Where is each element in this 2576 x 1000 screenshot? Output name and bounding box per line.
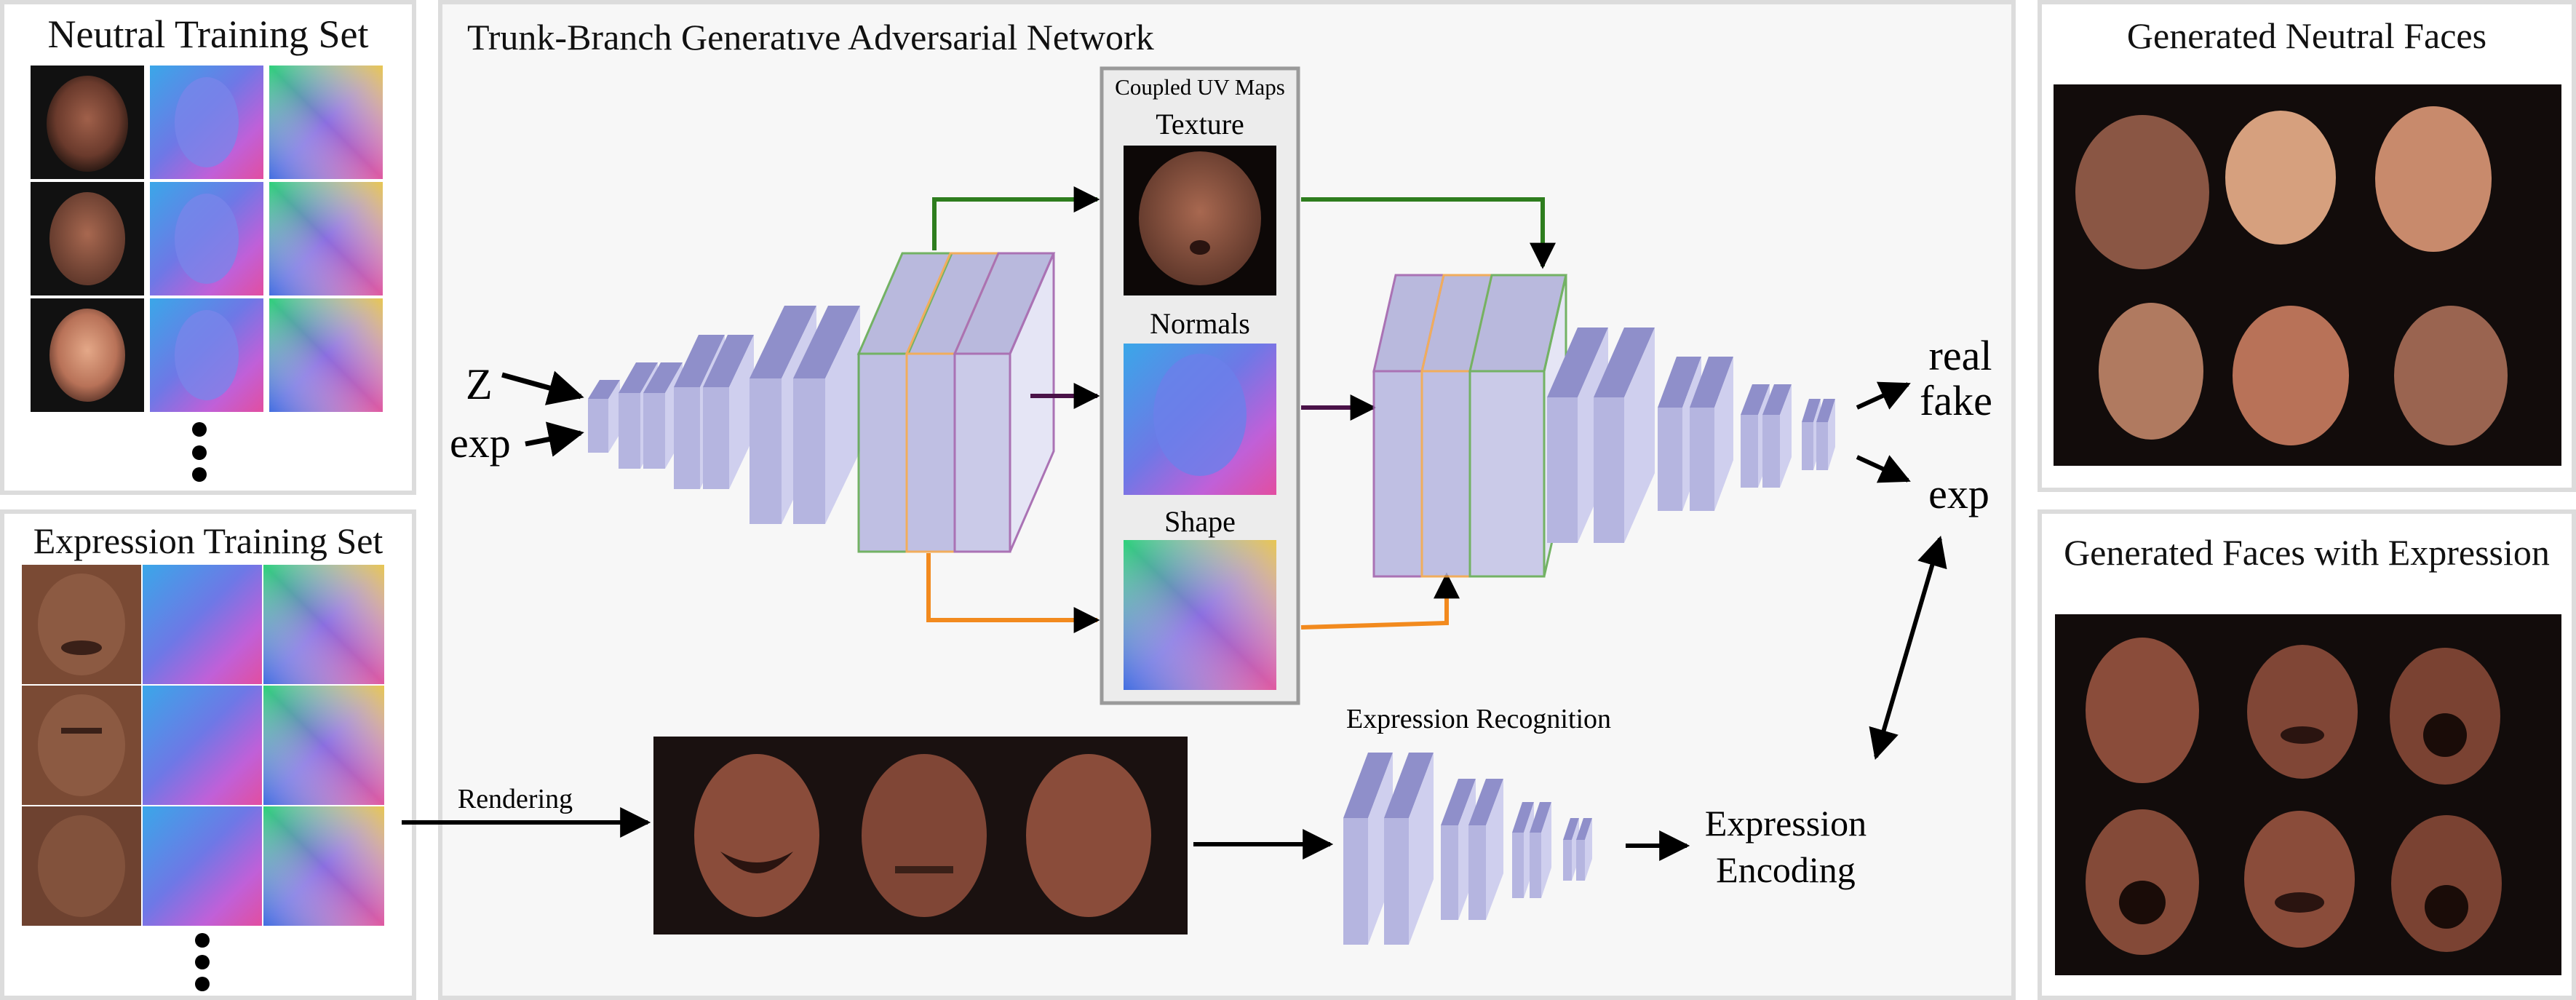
discriminator-layer-3 <box>1741 384 1792 488</box>
coupled-uv-maps: Coupled UV Maps Texture Normals Shape <box>1100 66 1300 705</box>
expression-row-1 <box>22 565 384 684</box>
output-real: real <box>1929 332 1992 379</box>
generated-neutral-image <box>2054 84 2561 466</box>
texture-to-disc-arrow <box>1301 197 1556 269</box>
neutral-row-1 <box>31 66 383 179</box>
discriminator-input-blocks <box>1372 274 1567 578</box>
texture-branch-arrow <box>932 186 1100 250</box>
generator-layer-4 <box>750 306 860 524</box>
uv-texture-label: Texture <box>1156 108 1244 140</box>
neutral-ellipsis-dots <box>192 422 207 482</box>
uv-shape-label: Shape <box>1164 505 1236 538</box>
shape-branch-arrow <box>926 553 1100 633</box>
discriminator <box>1372 274 1835 578</box>
input-exp: exp <box>450 419 511 467</box>
expression-encoding-line2: Encoding <box>1716 849 1856 890</box>
generated-expression-image <box>2055 614 2561 975</box>
expression-ellipsis-dots <box>195 933 210 991</box>
neutral-training-title: Neutral Training Set <box>47 12 369 56</box>
generated-neutral-title: Generated Neutral Faces <box>2126 15 2487 56</box>
expression-training-title: Expression Training Set <box>33 520 383 561</box>
expression-encoding-line1: Expression <box>1705 803 1867 844</box>
generator-trunk <box>588 252 1056 553</box>
expression-training-grid <box>22 565 384 991</box>
generator-layer-3 <box>674 335 754 489</box>
discriminator-layer-2 <box>1658 357 1733 511</box>
trunk-branch-gan-title: Trunk-Branch Generatıve Adversarial Netw… <box>467 17 1154 57</box>
recognition-network <box>1343 753 1592 945</box>
rendered-faces <box>653 737 1188 934</box>
expression-row-2 <box>22 686 384 805</box>
uv-maps-heading: Coupled UV Maps <box>1115 74 1285 100</box>
shape-to-disc-arrow <box>1300 572 1460 630</box>
neutral-row-2 <box>31 182 383 295</box>
output-exp: exp <box>1928 470 1989 517</box>
input-z: Z <box>466 360 493 408</box>
discriminator-layer-4 <box>1802 399 1835 470</box>
exp-encoding-link <box>1869 535 1947 761</box>
expression-row-3 <box>22 806 384 926</box>
neutral-training-grid <box>31 66 383 482</box>
generated-expression-title: Generated Faces with Expression <box>2064 532 2550 573</box>
rendering-label: Rendering <box>458 784 573 814</box>
generator-layer-2 <box>619 362 683 469</box>
output-fake: fake <box>1920 377 1992 424</box>
generator-branch-blocks <box>856 252 1056 553</box>
generator-layer-1 <box>588 380 620 453</box>
uv-normals-label: Normals <box>1150 307 1250 340</box>
neutral-row-3 <box>31 298 383 412</box>
discriminator-layer-1 <box>1547 328 1655 543</box>
expression-recognition-label: Expression Recognition <box>1346 704 1611 734</box>
